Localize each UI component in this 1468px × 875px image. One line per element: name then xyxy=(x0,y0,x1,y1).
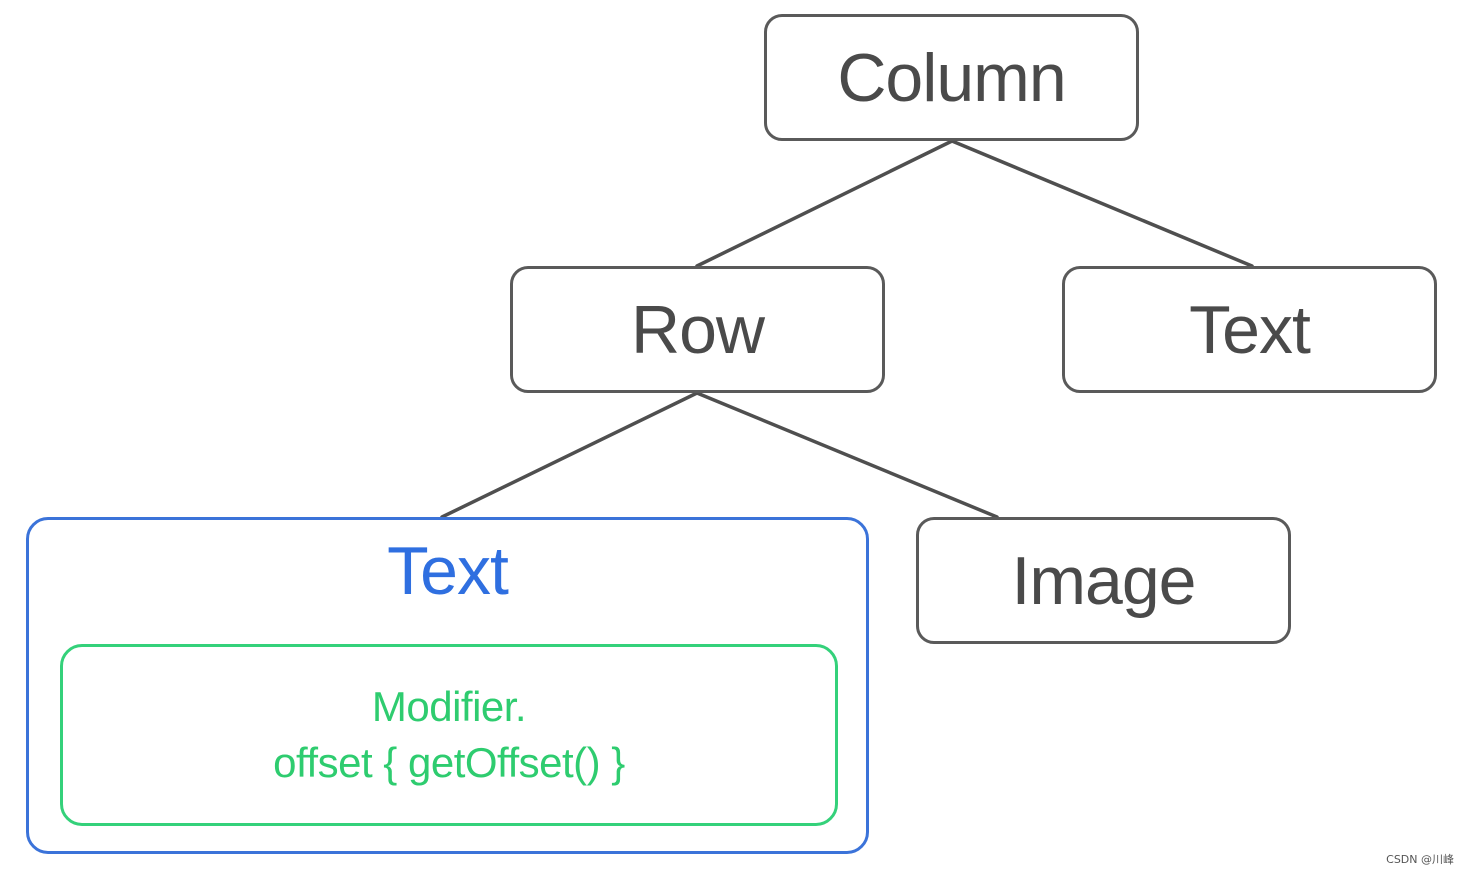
edge-column-text xyxy=(950,139,1254,268)
edge-row-image xyxy=(695,391,999,519)
watermark: CSDN @川峰 xyxy=(1386,853,1454,866)
row-node: Row xyxy=(510,266,885,393)
highlighted-text-node: Text Modifier. offset { getOffset() } xyxy=(26,517,869,854)
edge-column-row xyxy=(695,139,954,268)
edge-row-text xyxy=(440,391,699,519)
highlighted-text-node-label: Text xyxy=(387,533,509,609)
text-node-label: Text xyxy=(1189,291,1311,368)
column-node-label: Column xyxy=(837,39,1066,116)
column-node: Column xyxy=(764,14,1139,141)
text-node: Text xyxy=(1062,266,1437,393)
row-node-label: Row xyxy=(630,291,765,368)
modifier-box: Modifier. offset { getOffset() } xyxy=(60,644,838,826)
modifier-line-2: offset { getOffset() } xyxy=(273,739,625,786)
modifier-line-1: Modifier. xyxy=(371,683,527,730)
image-node-label: Image xyxy=(1011,542,1197,619)
image-node: Image xyxy=(916,517,1291,644)
